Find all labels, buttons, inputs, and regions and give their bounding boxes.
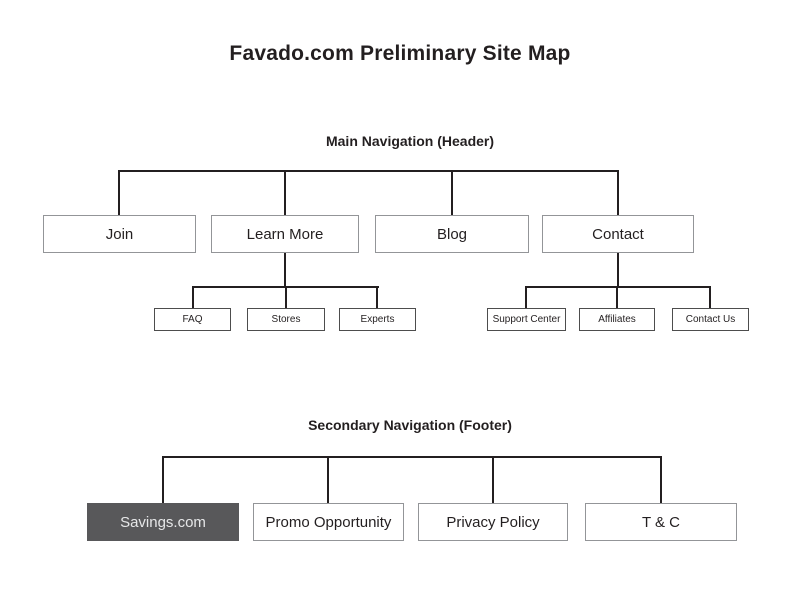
node-contact: Contact [542,215,694,253]
node-stores: Stores [247,308,325,331]
node-join: Join [43,215,196,253]
node-join-label: Join [105,225,134,243]
node-contact-us-label: Contact Us [685,314,736,325]
node-contact-us: Contact Us [672,308,749,331]
connector-drop-savings [162,456,164,503]
connector-learn-more-stem [284,253,286,286]
page-title: Favado.com Preliminary Site Map [229,42,571,65]
secondary-nav-label: Secondary Navigation (Footer) [308,417,512,433]
node-support-center-label: Support Center [492,314,561,325]
connector-footer-horizontal [162,456,662,458]
node-faq: FAQ [154,308,231,331]
connector-main-horizontal [118,170,619,172]
node-promo-opportunity-label: Promo Opportunity [265,513,392,531]
connector-drop-blog [451,170,453,215]
node-savings-com-label: Savings.com [120,513,206,531]
connector-drop-experts [376,286,378,308]
node-promo-opportunity: Promo Opportunity [253,503,404,541]
node-learn-more: Learn More [211,215,359,253]
connector-drop-join [118,170,120,215]
connector-drop-stores [285,286,287,308]
connector-contact-horizontal [525,286,711,288]
connector-drop-affiliates [616,286,618,308]
connector-contact-stem [617,253,619,286]
connector-drop-contact-us [709,286,711,308]
connector-drop-contact [617,170,619,215]
connector-drop-learn-more [284,170,286,215]
node-support-center: Support Center [487,308,566,331]
node-faq-label: FAQ [182,314,203,325]
node-learn-more-label: Learn More [246,225,324,243]
connector-drop-support-center [525,286,527,308]
node-stores-label: Stores [271,314,301,325]
connector-drop-faq [192,286,194,308]
node-affiliates: Affiliates [579,308,655,331]
node-privacy-policy: Privacy Policy [418,503,568,541]
node-savings-com: Savings.com [87,503,239,541]
connector-drop-tc [660,456,662,503]
node-blog: Blog [375,215,529,253]
connector-drop-privacy [492,456,494,503]
node-t-and-c-label: T & C [641,513,681,531]
node-experts: Experts [339,308,416,331]
node-experts-label: Experts [360,314,395,325]
node-privacy-policy-label: Privacy Policy [446,513,540,531]
node-contact-label: Contact [592,225,644,243]
connector-drop-promo [327,456,329,503]
main-nav-label: Main Navigation (Header) [325,133,495,149]
node-affiliates-label: Affiliates [598,314,636,325]
node-t-and-c: T & C [585,503,737,541]
node-blog-label: Blog [436,225,468,243]
